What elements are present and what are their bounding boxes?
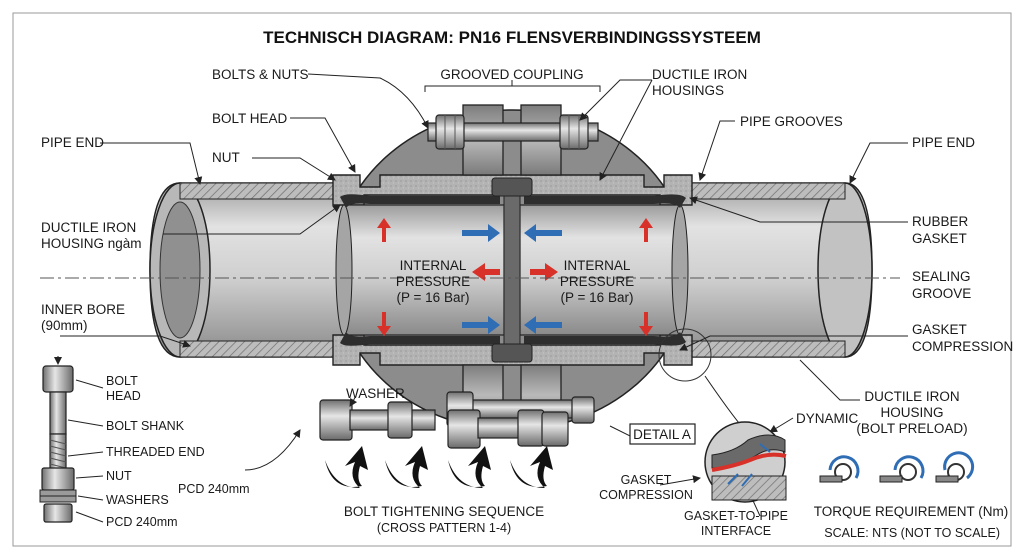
- label-gasket-compression-detail-2: COMPRESSION: [599, 488, 693, 502]
- label-rubber-gasket-2: GASKET: [912, 231, 967, 246]
- label-gasket-compression-detail-1: GASKET: [621, 473, 672, 487]
- label-inner-bore-2: (90mm): [41, 318, 88, 333]
- label-torque-requirement: TORQUE REQUIREMENT (Nm): [814, 504, 1009, 519]
- diagram-frame: [12, 12, 1012, 547]
- label-ductile-iron-housing-left-1: DUCTILE IRON: [41, 220, 136, 235]
- diagram-title: TECHNISCH DIAGRAM: PN16 FLENSVERBINDINGS…: [263, 28, 761, 47]
- bolt-part-nut: NUT: [106, 469, 132, 483]
- tightening-arrows: [325, 446, 553, 488]
- bolt-part-threaded-end: THREADED END: [106, 445, 205, 459]
- label-ductile-iron-housings-2: HOUSINGS: [652, 83, 724, 98]
- label-bolt-head: BOLT HEAD: [212, 111, 288, 126]
- label-pcd-mid: PCD 240mm: [178, 482, 250, 496]
- label-gasket-compression-1: GASKET: [912, 322, 967, 337]
- label-sealing-groove-1: SEALING: [912, 269, 971, 284]
- bolt-part-head-2: HEAD: [106, 389, 141, 403]
- bolt-part-head-1: BOLT: [106, 374, 138, 388]
- label-bolt-tightening-2: (CROSS PATTERN 1-4): [377, 521, 511, 535]
- label-ductile-iron-housing-left-2: HOUSING ngàm: [41, 236, 142, 251]
- label-ductile-iron-housings-1: DUCTILE IRON: [652, 67, 747, 82]
- bolt-detail-diagram: [39, 356, 77, 523]
- top-bolt-assembly: [427, 104, 599, 176]
- bottom-bolt-assembly: [446, 364, 595, 427]
- left-pipe: [149, 182, 346, 358]
- svg-text:PRESSURE: PRESSURE: [560, 274, 634, 289]
- svg-text:(P = 16 Bar): (P = 16 Bar): [397, 290, 470, 305]
- wrench-icon-2: [879, 455, 925, 483]
- svg-text:DETAIL A: DETAIL A: [633, 427, 691, 442]
- torque-wrench-icons: [819, 451, 975, 483]
- pressure-label-left: INTERNAL PRESSURE (P = 16 Bar): [396, 258, 470, 305]
- label-ductile-iron-housing-right-2: HOUSING: [880, 405, 943, 420]
- leader-lines: [60, 73, 908, 517]
- label-washer: WASHER: [346, 386, 405, 401]
- label-grooved-coupling: GROOVED COUPLING: [440, 67, 583, 82]
- label-dynamic: DYNAMIC: [796, 411, 859, 426]
- exploded-bolts: [319, 399, 569, 449]
- svg-text:PRESSURE: PRESSURE: [396, 274, 470, 289]
- bolt-part-washers: WASHERS: [106, 493, 169, 507]
- label-ductile-iron-housing-right-3: (BOLT PRELOAD): [856, 421, 967, 436]
- rubber-gasket: [340, 194, 686, 346]
- label-pipe-grooves: PIPE GROOVES: [740, 114, 843, 129]
- label-ductile-iron-housing-right-1: DUCTILE IRON: [864, 389, 959, 404]
- label-bolts-nuts: BOLTS & NUTS: [212, 67, 309, 82]
- label-gasket-to-pipe-1: GASKET-TO-PIPE: [684, 509, 788, 523]
- wrench-icon-1: [819, 455, 860, 483]
- svg-text:(P = 16 Bar): (P = 16 Bar): [561, 290, 634, 305]
- label-scale-note: SCALE: NTS (NOT TO SCALE): [824, 526, 1000, 540]
- detail-marker-circle: [658, 328, 712, 382]
- bolt-detail-leaders: [67, 379, 104, 523]
- label-rubber-gasket-1: RUBBER: [912, 214, 969, 229]
- right-pipe: [678, 182, 873, 358]
- pressure-label-right: INTERNAL PRESSURE (P = 16 Bar): [560, 258, 634, 305]
- center-divider: [491, 177, 533, 363]
- detail-a-tag: DETAIL A: [629, 423, 696, 445]
- label-bolt-tightening-1: BOLT TIGHTENING SEQUENCE: [344, 504, 544, 519]
- label-nut: NUT: [212, 150, 240, 165]
- label-pipe-end-right: PIPE END: [912, 135, 975, 150]
- wrench-icon-3: [935, 451, 975, 483]
- label-gasket-compression-2: COMPRESSION: [912, 339, 1013, 354]
- detail-a-inset: [704, 421, 787, 503]
- bolt-part-shank: BOLT SHANK: [106, 419, 185, 433]
- label-gasket-to-pipe-2: INTERFACE: [701, 524, 771, 538]
- label-inner-bore-1: INNER BORE: [41, 302, 125, 317]
- label-pipe-end-left: PIPE END: [41, 135, 104, 150]
- svg-text:INTERNAL: INTERNAL: [400, 258, 467, 273]
- pressure-arrows: [377, 218, 653, 336]
- label-sealing-groove-2: GROOVE: [912, 286, 971, 301]
- bolt-part-pcd: PCD 240mm: [106, 515, 178, 529]
- svg-text:INTERNAL: INTERNAL: [564, 258, 631, 273]
